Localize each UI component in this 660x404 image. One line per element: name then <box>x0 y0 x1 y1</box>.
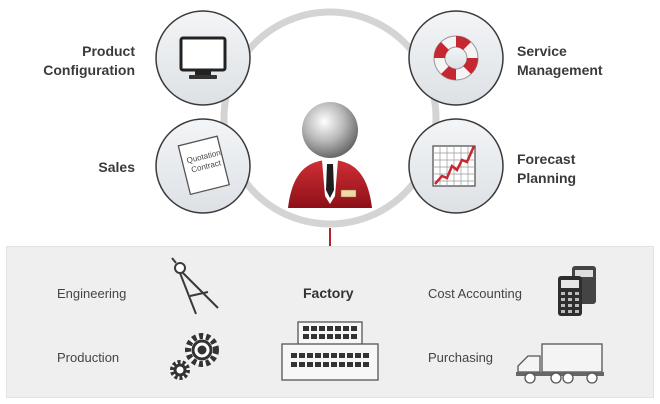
forecast-planning-circle <box>408 118 504 214</box>
factory-label: Factory <box>303 285 354 301</box>
chart-icon <box>432 145 476 187</box>
forecast-planning-label: Forecast Planning <box>517 151 577 186</box>
document-icon <box>177 135 231 196</box>
compass-icon <box>171 257 219 315</box>
production-label: Production <box>57 350 120 365</box>
service-management-label: Service Management <box>517 43 603 78</box>
factory-icon <box>281 321 379 381</box>
service-management-circle <box>408 10 504 106</box>
product-configuration-label: Product Configuration <box>43 43 135 78</box>
sales-label: Sales <box>98 159 135 175</box>
truck-icon <box>516 343 604 384</box>
central-ring <box>220 8 440 228</box>
engineering-label: Engineering <box>57 286 127 301</box>
product-configuration-circle <box>155 10 251 106</box>
purchasing-label: Purchasing <box>428 350 494 365</box>
person-icon <box>288 102 372 208</box>
gears-icon <box>170 333 219 380</box>
calculator-icon <box>558 266 596 316</box>
sales-circle <box>155 118 251 214</box>
cost-accounting-label: Cost Accounting <box>428 286 522 301</box>
lifebuoy-icon <box>433 35 479 81</box>
monitor-icon <box>179 36 227 79</box>
